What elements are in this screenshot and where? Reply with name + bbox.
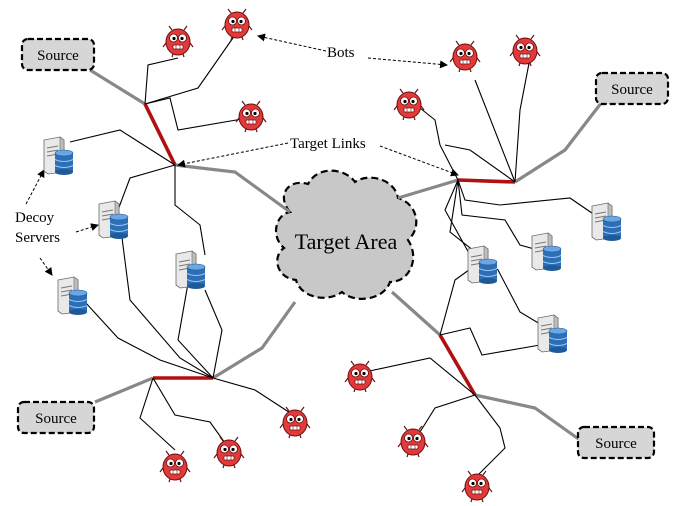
backbone-link <box>514 97 607 184</box>
backbone-link <box>212 301 297 380</box>
source-label: Source <box>611 82 653 98</box>
database-server-icon <box>175 250 206 290</box>
database-server-icon <box>57 276 88 316</box>
cluster-upper-right <box>397 57 607 331</box>
bot-icon <box>159 450 191 483</box>
source-node-upper-right: Source <box>594 71 670 106</box>
source-node-lower-right: Source <box>576 425 656 460</box>
bot-icon <box>509 34 541 67</box>
bot-icon <box>449 40 481 73</box>
target-link <box>438 334 477 396</box>
database-server-icon <box>537 314 568 354</box>
backbone-link <box>397 178 459 200</box>
cluster-lower-right <box>364 261 581 479</box>
source-node-lower-left: Source <box>16 400 96 435</box>
annotation-arrows <box>25 33 459 276</box>
target-link <box>143 103 177 166</box>
bot-icon <box>393 88 425 121</box>
bot-icon <box>221 8 253 41</box>
cluster-upper-left <box>69 34 291 256</box>
target-area-cloud <box>274 169 418 300</box>
backbone-link <box>94 376 154 404</box>
backbone-link <box>174 163 291 214</box>
database-server-icon <box>467 245 498 285</box>
database-server-icon <box>98 200 129 240</box>
bot-icon <box>461 470 493 503</box>
bot-icon <box>397 425 429 458</box>
bot-icon <box>213 436 245 469</box>
cluster-lower-left <box>84 221 299 451</box>
target-link <box>457 178 516 184</box>
backbone-link <box>474 393 581 442</box>
bots-label: Bots <box>327 45 355 61</box>
source-label: Source <box>595 436 637 452</box>
bot-icon <box>235 100 267 133</box>
backbone-link <box>390 290 442 337</box>
bot-icon <box>279 406 311 439</box>
source-node-upper-left: Source <box>20 37 96 72</box>
source-label: Source <box>37 48 79 64</box>
database-server-icon <box>531 232 562 272</box>
bot-icon <box>162 25 194 58</box>
source-label: Source <box>35 411 77 427</box>
database-server-icon <box>43 136 74 176</box>
bot-icon <box>344 360 376 393</box>
decoy-servers-label-line1: Decoy <box>15 210 55 226</box>
target-area-label: Target Area <box>295 229 398 254</box>
backbone-link <box>89 68 146 106</box>
target-links-label: Target Links <box>290 136 366 152</box>
decoy-servers-label-line2: Servers <box>15 230 60 246</box>
database-server-icon <box>591 202 622 242</box>
